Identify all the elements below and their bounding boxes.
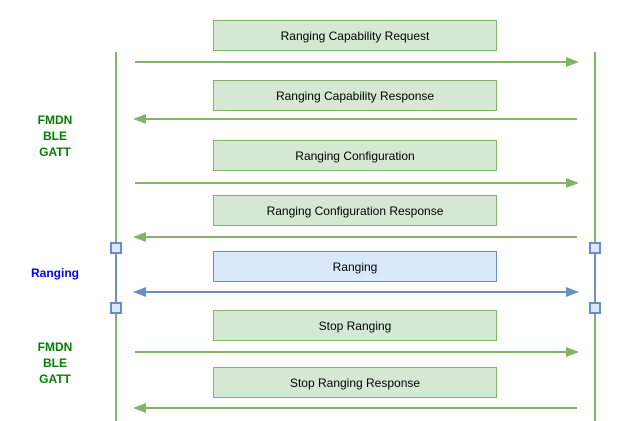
message-label: Ranging Capability Request	[280, 28, 430, 43]
phase-label-fmdn-ble-gatt-bottom: FMDN BLE GATT	[5, 339, 105, 387]
phase-label-ranging: Ranging	[5, 265, 105, 281]
right-lifeline-green-top-segment	[594, 52, 596, 243]
message-label: Stop Ranging	[318, 318, 392, 333]
phase-label-fmdn-ble-gatt-top: FMDN BLE GATT	[5, 112, 105, 160]
left-lifeline-blue-activation-segment	[115, 248, 117, 306]
left-activation-end-marker	[110, 302, 122, 314]
phase-label-line: BLE	[43, 356, 67, 370]
left-lifeline-green-bottom-segment	[115, 312, 117, 421]
phase-label-line: GATT	[39, 145, 71, 159]
message-box-ranging-capability-request: Ranging Capability Request	[213, 20, 497, 51]
phase-label-line: FMDN	[37, 340, 73, 354]
right-activation-end-marker	[589, 302, 601, 314]
right-lifeline-green-bottom-segment	[594, 312, 596, 421]
phase-label-line: BLE	[43, 129, 67, 143]
message-label: Ranging Configuration	[295, 148, 415, 163]
arrow-stop-ranging-response	[135, 407, 577, 409]
arrow-ranging-capability-request	[135, 61, 577, 63]
message-box-stop-ranging: Stop Ranging	[213, 310, 497, 341]
phase-label-line: GATT	[39, 372, 71, 386]
left-lifeline-green-top-segment	[115, 52, 117, 243]
right-lifeline-blue-activation-segment	[594, 248, 596, 306]
arrow-ranging-capability-response	[135, 118, 577, 120]
arrow-ranging-bidirectional	[135, 291, 577, 293]
right-activation-start-marker	[589, 242, 601, 254]
message-box-ranging-configuration-response: Ranging Configuration Response	[213, 195, 497, 226]
message-label: Ranging Capability Response	[275, 88, 435, 103]
arrow-stop-ranging	[135, 351, 577, 353]
left-activation-start-marker	[110, 242, 122, 254]
message-box-ranging: Ranging	[213, 251, 497, 282]
message-label: Ranging	[332, 259, 378, 274]
message-box-ranging-capability-response: Ranging Capability Response	[213, 80, 497, 111]
phase-label-line: FMDN	[37, 113, 73, 127]
message-label: Stop Ranging Response	[289, 375, 421, 390]
arrow-ranging-configuration	[135, 182, 577, 184]
message-label: Ranging Configuration Response	[266, 203, 444, 218]
phase-label-line: Ranging	[31, 266, 79, 280]
message-box-stop-ranging-response: Stop Ranging Response	[213, 367, 497, 398]
message-box-ranging-configuration: Ranging Configuration	[213, 140, 497, 171]
arrow-ranging-configuration-response	[135, 236, 577, 238]
